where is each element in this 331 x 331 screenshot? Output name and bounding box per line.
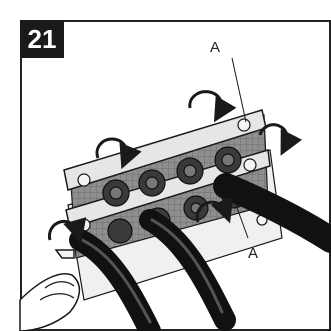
callout-leader-top bbox=[232, 58, 246, 122]
callout-a-bottom: A bbox=[248, 245, 258, 262]
callout-a-top: A bbox=[210, 39, 220, 56]
hex-key-icon bbox=[20, 250, 79, 331]
step-number-badge: 21 bbox=[20, 20, 64, 58]
